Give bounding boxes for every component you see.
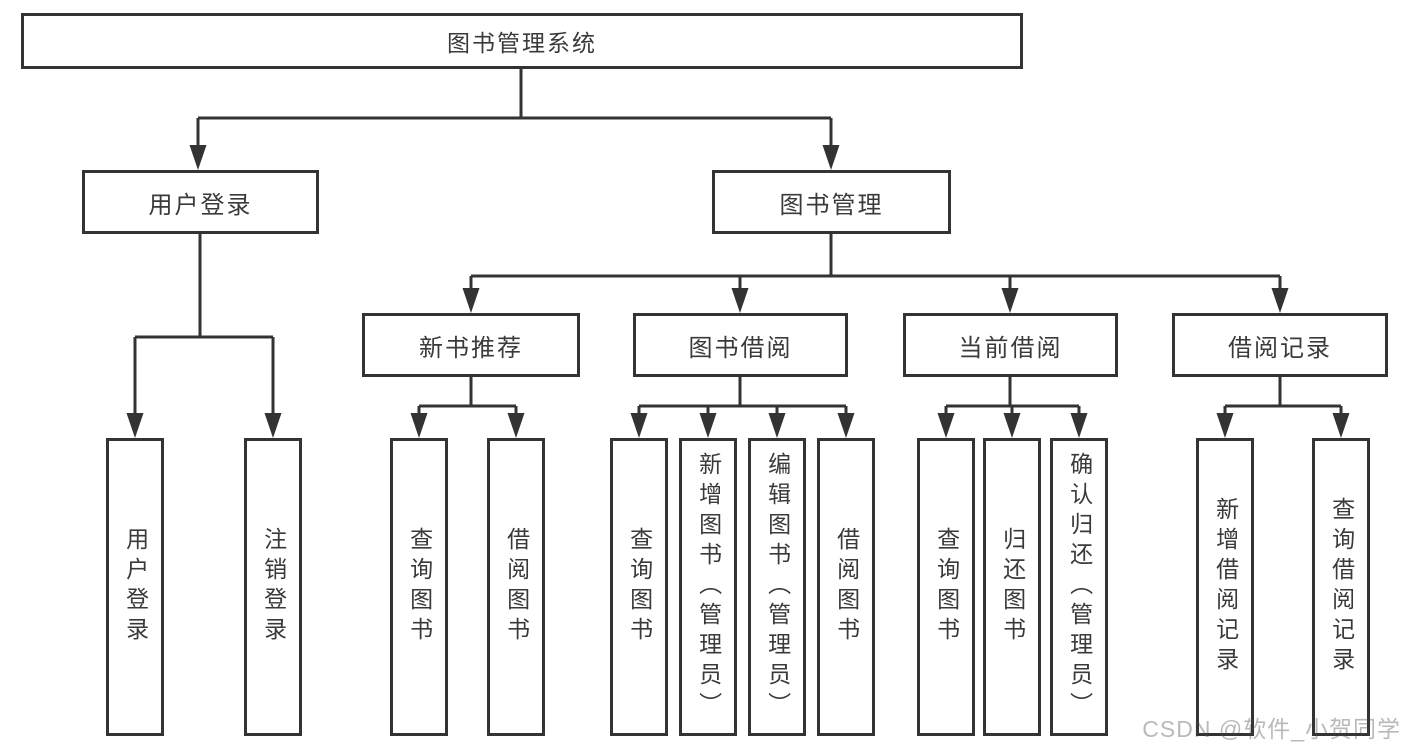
node-borrowing-records-label: 借阅记录 (1228, 334, 1332, 362)
leaf-newbook-query-book-label: 查询图书 (406, 527, 433, 647)
leaf-borrowing-edit-book-admin-label: 编辑图书（管理员） (764, 452, 791, 722)
leaf-logout-label: 注销登录 (260, 527, 287, 647)
node-current-borrowing: 当前借阅 (903, 313, 1118, 377)
leaf-current-query-book-label: 查询图书 (933, 527, 960, 647)
leaf-borrowing-query-book-label: 查询图书 (626, 527, 653, 647)
node-borrowing-records: 借阅记录 (1172, 313, 1388, 377)
node-new-book-recommend: 新书推荐 (362, 313, 580, 377)
leaf-records-add-record-label: 新增借阅记录 (1212, 497, 1239, 677)
leaf-user-login-label: 用户登录 (122, 527, 149, 647)
node-user-login: 用户登录 (82, 170, 319, 234)
node-user-login-label: 用户登录 (148, 191, 253, 219)
leaf-newbook-borrow-book-label: 借阅图书 (503, 527, 530, 647)
node-book-borrowing-label: 图书借阅 (688, 334, 793, 362)
connector-userlogin-to-leaves (133, 234, 275, 414)
leaf-current-confirm-return-admin-label: 确认归还（管理员） (1066, 452, 1093, 722)
leaf-current-confirm-return-admin: 确认归还（管理员） (1050, 438, 1108, 736)
leaf-current-return-book: 归还图书 (983, 438, 1041, 736)
leaf-current-query-book: 查询图书 (917, 438, 975, 736)
leaf-current-return-book-label: 归还图书 (999, 527, 1026, 647)
leaf-records-add-record: 新增借阅记录 (1196, 438, 1254, 736)
leaf-borrowing-borrow-book: 借阅图书 (817, 438, 875, 736)
leaf-borrowing-query-book: 查询图书 (610, 438, 668, 736)
connector-root-to-level2 (196, 69, 833, 147)
leaf-user-login: 用户登录 (106, 438, 164, 736)
connector-level3-to-leaves (417, 377, 1343, 415)
leaf-borrowing-borrow-book-label: 借阅图书 (833, 527, 860, 647)
node-book-management-label: 图书管理 (779, 191, 884, 219)
node-root-label: 图书管理系统 (447, 30, 597, 56)
node-root-library-system: 图书管理系统 (21, 13, 1023, 69)
node-current-borrowing-label: 当前借阅 (958, 334, 1063, 362)
leaf-records-query-record: 查询借阅记录 (1312, 438, 1370, 736)
leaf-newbook-query-book: 查询图书 (390, 438, 448, 736)
leaf-borrowing-edit-book-admin: 编辑图书（管理员） (748, 438, 806, 736)
node-book-management: 图书管理 (712, 170, 951, 234)
leaf-records-query-record-label: 查询借阅记录 (1328, 497, 1355, 677)
leaf-borrowing-add-book-admin-label: 新增图书（管理员） (695, 452, 722, 722)
leaf-borrowing-add-book-admin: 新增图书（管理员） (679, 438, 737, 736)
connector-bookmgmt-to-level3 (469, 234, 1282, 290)
node-book-borrowing: 图书借阅 (633, 313, 848, 377)
arrowheads (126, 145, 1350, 438)
leaf-newbook-borrow-book: 借阅图书 (487, 438, 545, 736)
node-new-book-recommend-label: 新书推荐 (419, 334, 523, 362)
leaf-logout: 注销登录 (244, 438, 302, 736)
